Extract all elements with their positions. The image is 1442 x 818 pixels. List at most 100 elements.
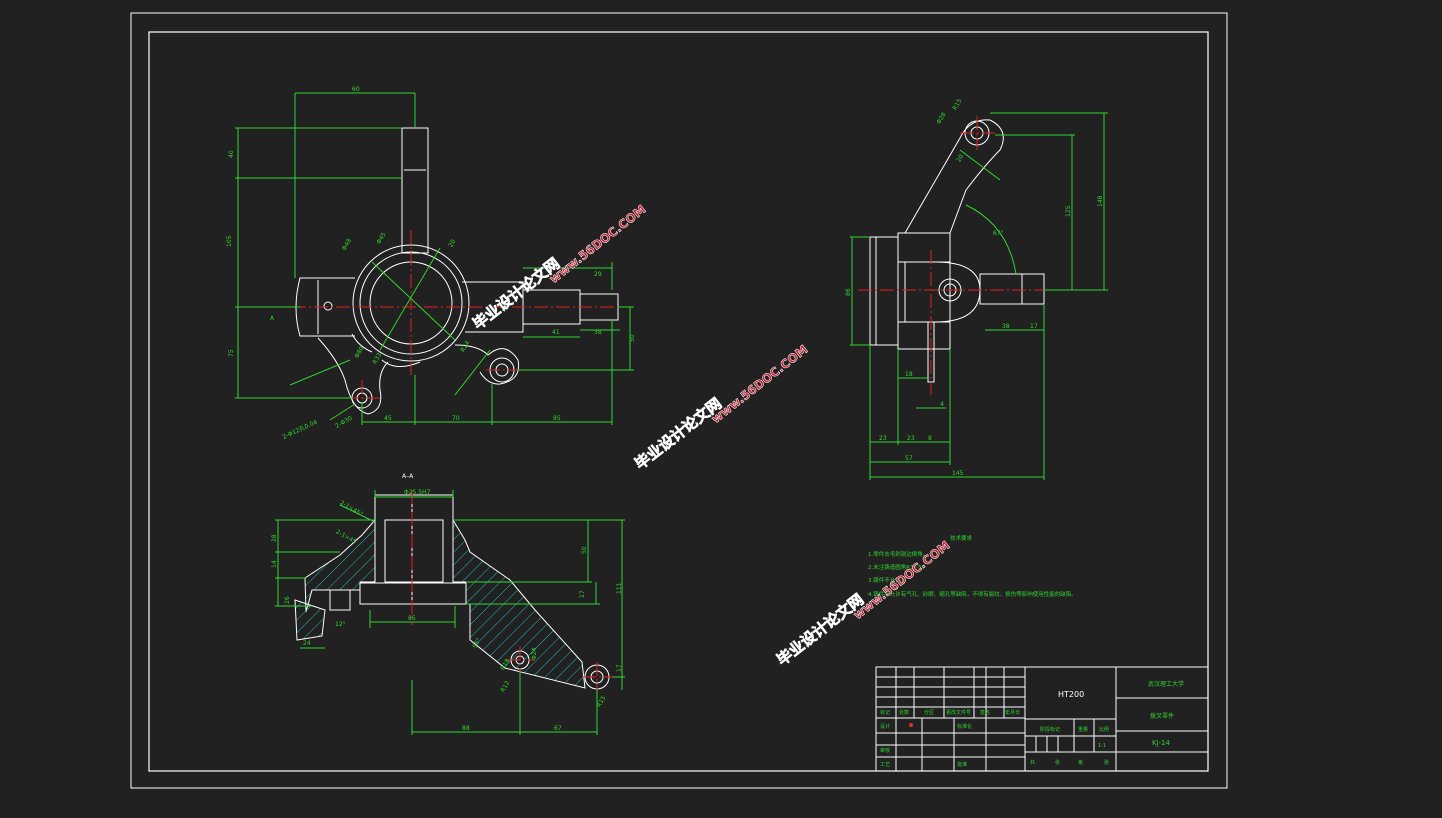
- section-labels: A–A Φ25.5H7 2-1×45° 2-1×45 28 14 26 24 1…: [271, 473, 623, 732]
- dim-20: 20: [955, 153, 965, 163]
- section-dimensions: [275, 490, 625, 735]
- row-label-2: 分区: [924, 709, 934, 716]
- dim-86: 86: [845, 288, 852, 296]
- tech-note-2: 2.未注铸造圆角R3~5。: [868, 563, 927, 571]
- dim-148: 148: [1097, 195, 1104, 207]
- dim-phi28: Φ28: [935, 111, 947, 125]
- sheet-zhang2: 张: [1104, 759, 1109, 766]
- inner-border: [148, 31, 1209, 772]
- scale-value: 1:1: [1098, 743, 1106, 749]
- material: HT200: [1058, 690, 1084, 699]
- dim-tube-callout: 20: [447, 238, 457, 248]
- tech-notes: 技术要求 1.零件去毛刺锐边倒角。 2.未注铸造圆角R3~5。 3.铸件不允许有…: [868, 534, 1077, 598]
- tech-notes-title: 技术要求: [950, 534, 973, 542]
- sheet-total: 共: [1030, 759, 1035, 766]
- dim-holes-left: 2-Φ12孔0.04: [281, 418, 319, 441]
- dim-57: 57: [905, 455, 913, 462]
- dim-28: 28: [271, 534, 278, 542]
- dim-24: 24: [303, 640, 311, 647]
- dim-29: 29: [594, 271, 602, 278]
- outer-border: [130, 12, 1228, 789]
- dim-38: 38: [594, 329, 602, 336]
- review-label: 审核: [880, 747, 890, 754]
- sheet-di: 第: [1078, 759, 1083, 766]
- dim-4: 4: [940, 401, 944, 408]
- dim-40: 40: [228, 150, 235, 158]
- watermark-cn: 毕业设计论文网: [631, 394, 725, 473]
- dim-23b: 23: [907, 435, 915, 442]
- title-block-text: HT200 武汉理工大学 拨叉零件 KJ-14 1:1 标记 处数 分区 更改文…: [880, 680, 1184, 768]
- dim-88: 88: [462, 725, 470, 732]
- dim-12deg: 12°: [335, 621, 346, 628]
- section-view: [294, 494, 610, 690]
- dim-17: 17: [1030, 323, 1038, 330]
- dim-18: 18: [905, 371, 913, 378]
- stage-label: 阶段标记: [1040, 726, 1060, 733]
- dim-23a: 23: [879, 435, 887, 442]
- watermark-cn: 毕业设计论文网: [469, 254, 563, 333]
- dim-105: 105: [226, 235, 233, 247]
- tech-note-3: 3.铸件不允许有: [868, 576, 907, 584]
- dim-14: 14: [271, 560, 278, 568]
- watermark-1: 毕业设计论文网 www.56DOC.COM: [469, 202, 649, 333]
- watermark-3: 毕业设计论文网 www.56DOC.COM: [773, 538, 953, 669]
- dim-70: 70: [452, 415, 460, 422]
- dim-8: 8: [928, 435, 932, 442]
- dim-17-section: 17: [579, 590, 586, 598]
- dim-125: 125: [1065, 205, 1072, 217]
- dim-top-60: 60: [352, 86, 360, 93]
- approve-label: 批准: [957, 761, 967, 768]
- watermark-2: 毕业设计论文网 www.56DOC.COM: [631, 342, 811, 473]
- dim-holes-left2: 2-Φ30: [334, 415, 354, 430]
- front-view-centerlines: [270, 230, 625, 416]
- dim-85: 85: [408, 615, 416, 622]
- side-view-dimensions: [850, 112, 1108, 480]
- row-label-3: 更改文件号: [946, 709, 971, 716]
- dim-phi45: Φ45: [375, 231, 387, 245]
- dim-67: 67: [554, 725, 562, 732]
- school-name: 武汉理工大学: [1148, 680, 1184, 688]
- watermark-url: www.56DOC.COM: [709, 342, 811, 426]
- design-label: 设计: [880, 723, 890, 730]
- dim-111: 111: [616, 582, 623, 594]
- dim-50: 50: [629, 334, 636, 342]
- process-label: 工艺: [880, 762, 890, 768]
- watermark-cn: 毕业设计论文网: [773, 590, 867, 669]
- dim-phi24: Φ24: [531, 647, 538, 660]
- section-title: A–A: [402, 473, 414, 480]
- dim-26: 26: [284, 596, 291, 604]
- dim-r12: R12: [499, 680, 511, 694]
- sheet-zhang: 张: [1055, 759, 1060, 766]
- row-label-1: 处数: [899, 709, 909, 716]
- angle-67: 67°: [993, 230, 1004, 237]
- dim-50-section: 50: [581, 546, 588, 554]
- dim-95deg: 95°: [471, 637, 482, 650]
- chamfer-2: 2-1×45: [335, 528, 358, 545]
- tech-note-1: 1.零件去毛刺锐边倒角。: [868, 550, 928, 558]
- tech-note-4: 4.铸件不允许有气孔、砂眼、缩孔等缺陷，不得有裂纹、损伤等影响使用性能的缺陷。: [868, 590, 1077, 598]
- section-marker-a: A: [270, 315, 275, 322]
- scale-label: 比例: [1099, 726, 1109, 733]
- title-block: [875, 666, 1209, 772]
- side-view-centerlines: [858, 116, 1055, 395]
- dim-45: 45: [384, 415, 392, 422]
- section-centerlines: [411, 490, 612, 692]
- dim-41: 41: [552, 329, 560, 336]
- standard-label: 标准化: [957, 723, 972, 730]
- part-name: 拨叉零件: [1150, 712, 1174, 720]
- dim-phi48: Φ48: [341, 237, 353, 251]
- dim-145: 145: [952, 470, 964, 477]
- dim-75: 75: [228, 349, 235, 357]
- dim-r15: R15: [951, 98, 963, 112]
- row-label-4: 签名: [980, 709, 990, 716]
- chamfer-1: 2-1×45°: [339, 499, 365, 518]
- row-label-0: 标记: [880, 709, 890, 716]
- watermark-url: www.56DOC.COM: [851, 538, 953, 622]
- drawing-number: KJ-14: [1152, 739, 1170, 747]
- signature-marker: [909, 723, 913, 727]
- dim-38: 38: [1002, 323, 1010, 330]
- dim-top-section: Φ25.5H7: [404, 489, 431, 496]
- side-view-labels: 148 141 125 86 67° R15 Φ28 20 38 17 18 4…: [845, 98, 1104, 477]
- dim-95: 95: [553, 415, 561, 422]
- row-label-5: 年月日: [1005, 709, 1020, 716]
